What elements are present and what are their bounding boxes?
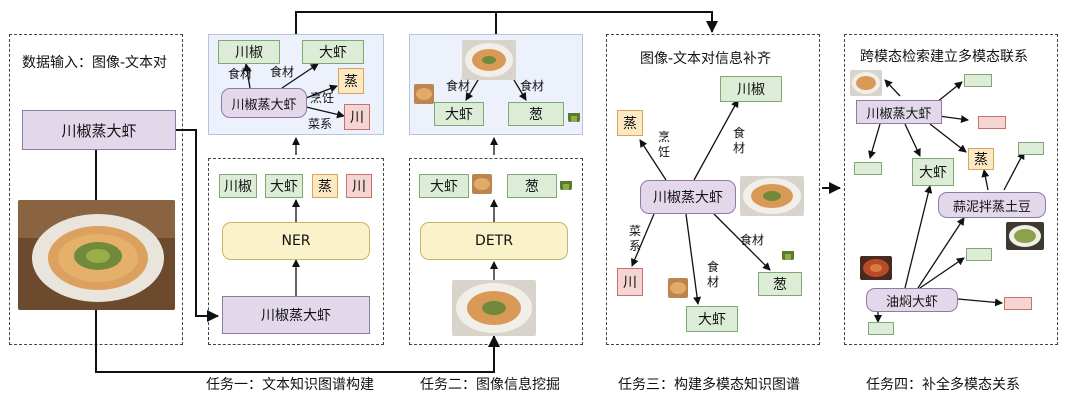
task4-title: 跨模态检索建立多模态联系	[860, 49, 1028, 65]
task4-blank-node-3	[854, 162, 882, 175]
task4-node-suanni: 蒜泥拌蒸土豆	[938, 192, 1046, 218]
task1-entity-1: 川椒	[219, 174, 257, 198]
task3-node-chuanjiao: 川椒	[720, 76, 782, 102]
input-dish-photo	[18, 200, 175, 310]
task4-node-main: 川椒蒸大虾	[856, 100, 942, 124]
task3-center-node: 川椒蒸大虾	[640, 180, 736, 214]
task3-rel-caixi: 菜系	[628, 224, 641, 253]
task4-blank-node-4	[1018, 142, 1044, 155]
task4-blank-node-6	[1004, 297, 1032, 310]
task1-kg-node-zheng: 蒸	[338, 68, 364, 94]
task3-rel-shicai-2: 食材	[706, 260, 719, 289]
task4-caption: 任务四：补全多模态关系	[866, 377, 1020, 393]
task1-rel-4: 菜系	[308, 117, 333, 131]
task1-rel-3: 烹饪	[310, 91, 335, 105]
task4-blank-node-1	[964, 74, 992, 87]
task3-caption: 任务三：构建多模态知识图谱	[618, 377, 800, 393]
task3-rel-pengren: 烹饪	[657, 130, 670, 159]
task3-node-zheng: 蒸	[617, 110, 643, 136]
task1-caption: 任务一：文本知识图谱构建	[206, 377, 374, 393]
task3-node-daxia: 大虾	[686, 306, 738, 332]
task3-scallion-crop	[782, 248, 794, 260]
task1-input-text: 川椒蒸大虾	[222, 296, 370, 334]
task2-entity-daxia: 大虾	[419, 174, 469, 198]
task2-rel-1: 食材	[446, 79, 471, 93]
task1-entity-3: 蒸	[312, 174, 338, 198]
task1-kg-center: 川椒蒸大虾	[221, 88, 307, 118]
task1-entity-2: 大虾	[265, 174, 303, 198]
task4-node-daxia: 大虾	[912, 158, 954, 186]
task1-rel-2: 食材	[270, 65, 295, 79]
task2-caption: 任务二：图像信息挖掘	[420, 377, 560, 393]
task4-panel	[844, 34, 1058, 345]
task2-input-photo	[452, 280, 536, 336]
task3-panel	[606, 34, 820, 345]
task2-entity-shrimp-crop	[472, 174, 492, 194]
task1-kg-node-chuanjiao: 川椒	[218, 40, 280, 64]
task2-entity-scallion-crop	[560, 178, 572, 190]
task3-rel-shicai-3: 食材	[740, 233, 765, 247]
task1-entity-4: 川	[346, 174, 372, 198]
task3-node-chuan: 川	[617, 268, 643, 296]
task3-rel-shicai-1: 食材	[732, 126, 745, 155]
task1-kg-node-chuan: 川	[344, 104, 370, 130]
task4-braised-shrimp-photo	[860, 256, 892, 280]
task2-kg-node-daxia: 大虾	[434, 102, 484, 126]
task4-node-youmen: 油焖大虾	[866, 288, 958, 312]
input-dish-text: 川椒蒸大虾	[22, 110, 176, 150]
task3-title: 图像-文本对信息补齐	[640, 51, 772, 67]
task2-detr-model: DETR	[420, 222, 568, 260]
task4-blank-node-5	[966, 248, 992, 261]
task2-kg-shrimp-crop	[414, 84, 434, 104]
task2-entity-cong: 葱	[507, 174, 557, 198]
task2-kg-node-cong: 葱	[508, 102, 564, 126]
task1-ner-model: NER	[222, 222, 370, 260]
task2-kg-scallion-crop	[568, 110, 580, 122]
task2-rel-2: 食材	[520, 79, 545, 93]
task2-kg-dish-photo	[462, 40, 516, 80]
task3-shrimp-crop	[668, 278, 688, 298]
task4-blank-node-2	[978, 116, 1006, 129]
task3-node-cong: 葱	[758, 272, 802, 296]
task1-rel-1: 食材	[228, 67, 253, 81]
task4-dish-photo-1	[850, 70, 882, 96]
input-panel-title: 数据输入：图像-文本对	[22, 55, 168, 71]
task4-blank-node-7	[868, 322, 894, 335]
task1-panel	[208, 158, 384, 345]
task4-potato-photo	[1006, 222, 1044, 250]
task4-node-zheng: 蒸	[968, 148, 994, 170]
task3-dish-photo	[740, 176, 804, 216]
task1-kg-node-daxia: 大虾	[302, 40, 364, 64]
